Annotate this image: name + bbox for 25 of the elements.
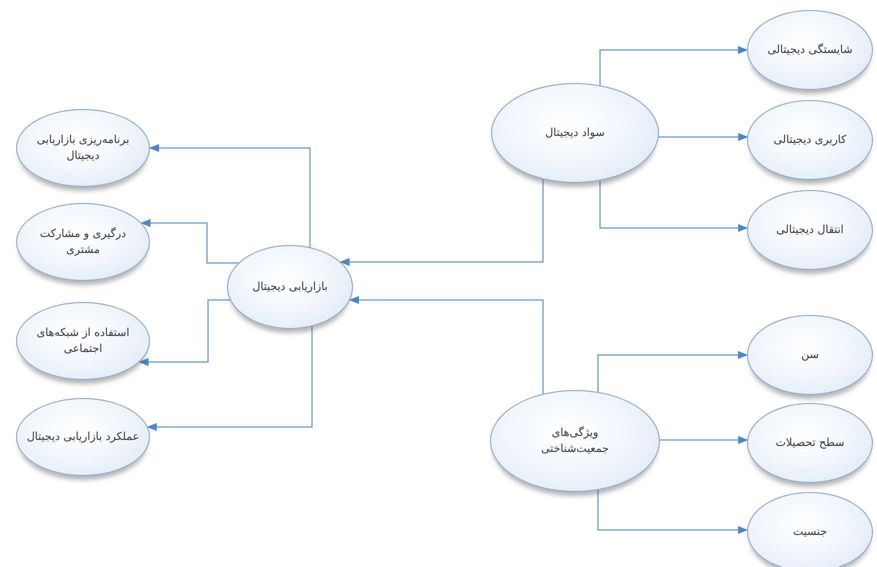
connector-arrow — [658, 133, 748, 141]
connector-arrow — [599, 46, 748, 86]
connector-arrow — [138, 299, 230, 366]
connector-arrow — [149, 144, 311, 248]
connector-arrow — [597, 490, 748, 534]
topic-ellipse: ویژگی‌های جمعیت‌شناختی — [490, 390, 660, 492]
topic-ellipse: برنامه‌ریزی بازاریابی دیجیتال — [16, 109, 150, 187]
topic-ellipse: سن — [747, 315, 873, 395]
connector-arrow — [660, 436, 748, 444]
topic-ellipse: استفاده از شبکه‌های اجتماعی — [16, 302, 150, 380]
connector-arrow — [340, 179, 544, 266]
topic-ellipse: بازاریابی دیجیتال — [227, 245, 353, 329]
connector-arrow — [348, 296, 544, 394]
connector-arrow — [599, 180, 748, 232]
topic-ellipse: سطح تحصیلات — [747, 403, 873, 483]
topic-ellipse: جنسیت — [747, 492, 873, 567]
topic-ellipse: درگیری و مشارکت مشتری — [16, 203, 150, 281]
topic-ellipse: کاربری دیجیتالی — [747, 100, 873, 180]
topic-ellipse: انتقال دیجیتالی — [747, 190, 873, 270]
connector-arrow — [597, 351, 748, 392]
topic-ellipse: عملکرد بازاریابی دیجیتال — [16, 398, 150, 476]
topic-ellipse: شایستگی دیجیتالی — [747, 10, 873, 90]
connector-arrow — [146, 326, 313, 431]
topic-ellipse: سواد دیجیتال — [491, 83, 659, 183]
connector-arrow — [140, 219, 238, 264]
